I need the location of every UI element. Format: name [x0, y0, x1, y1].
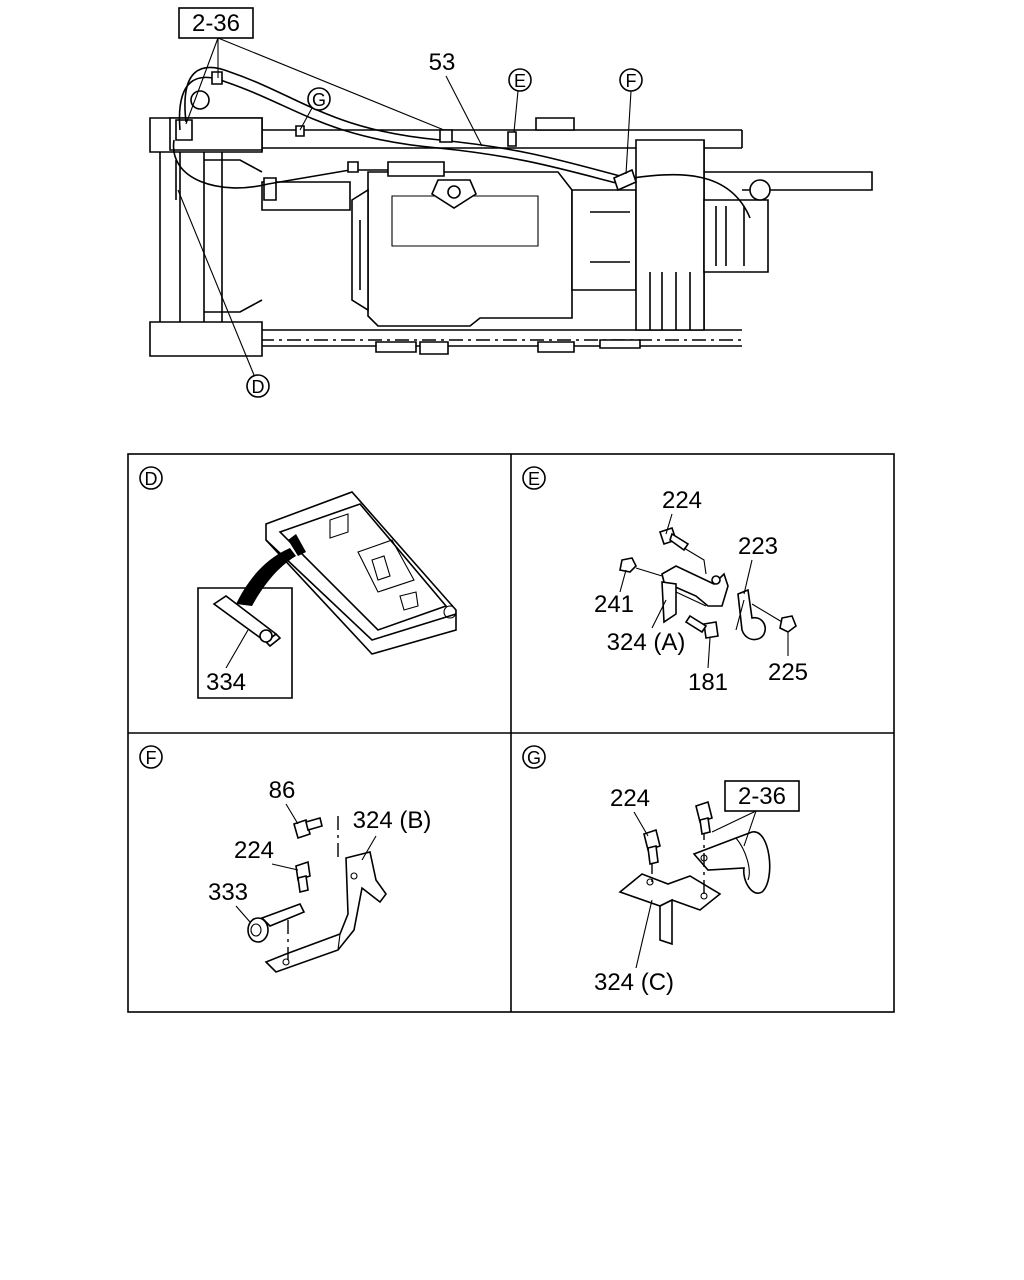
callout-F: F [619, 68, 643, 175]
part-label-324c: 324 (C) [594, 969, 674, 996]
part-label-224-G: 224 [610, 785, 650, 812]
callout-E-label: E [514, 71, 526, 91]
panel-F: F 86 324 (B) 224 333 [139, 745, 432, 973]
clamp-333 [247, 903, 306, 943]
part-label-224-F: 224 [234, 837, 274, 864]
ref-box-2-36-G: 2-36 [711, 780, 800, 847]
detail-box-334: 334 [197, 587, 293, 699]
nut-225 [779, 615, 797, 633]
ref-box-2-36: 2-36 [178, 7, 445, 131]
nut-241 [619, 557, 637, 573]
bolt-224-F [295, 860, 311, 893]
callout-F-label: F [626, 71, 637, 91]
panel-D: D 334 [139, 466, 457, 699]
bolt-224-G [643, 828, 661, 865]
ref-box-label: 2-36 [192, 10, 240, 37]
part-label-86: 86 [269, 777, 296, 804]
bracket-324b [264, 851, 387, 973]
callout-D: D [177, 189, 270, 398]
arrow-curve [236, 548, 296, 606]
callout-G-label: G [312, 90, 326, 110]
bracket-324a [661, 565, 729, 624]
tape-marker [288, 534, 306, 556]
panel-F-badge: F [146, 748, 157, 768]
clamp-2-36-G [692, 831, 771, 894]
panel-E-badge: E [528, 469, 540, 489]
bracket-324c [618, 873, 722, 946]
panel-E: E 224 223 241 324 (A) 1 [522, 466, 808, 696]
part-label-223: 223 [738, 533, 778, 560]
part-label-324b: 324 (B) [353, 807, 432, 834]
transmission-body [169, 117, 771, 331]
bolt-181 [684, 614, 719, 639]
frame-end-illustration [265, 491, 457, 655]
part-label-224-E: 224 [662, 487, 702, 514]
bolt-224-E [658, 526, 707, 575]
callout-G: G [299, 87, 331, 131]
part-label-241: 241 [594, 591, 634, 618]
clamp-223 [735, 588, 767, 641]
panel-D-badge: D [145, 469, 158, 489]
detail-grid [127, 453, 895, 1013]
overview-drawing: 2-36 53 E F G D [149, 7, 873, 398]
ref-box-label-G: 2-36 [738, 783, 786, 810]
part-label-333: 333 [208, 879, 248, 906]
part-label-181: 181 [688, 669, 728, 696]
bolt-86 [293, 817, 323, 840]
callout-E: E [508, 68, 532, 133]
part-label-53: 53 [429, 49, 456, 76]
part-label-225: 225 [768, 659, 808, 686]
part-label-324a: 324 (A) [607, 629, 686, 656]
bolt-2-36-G [695, 800, 713, 835]
part-label-334: 334 [206, 669, 246, 696]
callout-D-label: D [252, 377, 265, 397]
panel-G: G 224 2-36 324 (C) [522, 745, 800, 996]
panel-G-badge: G [527, 748, 541, 768]
